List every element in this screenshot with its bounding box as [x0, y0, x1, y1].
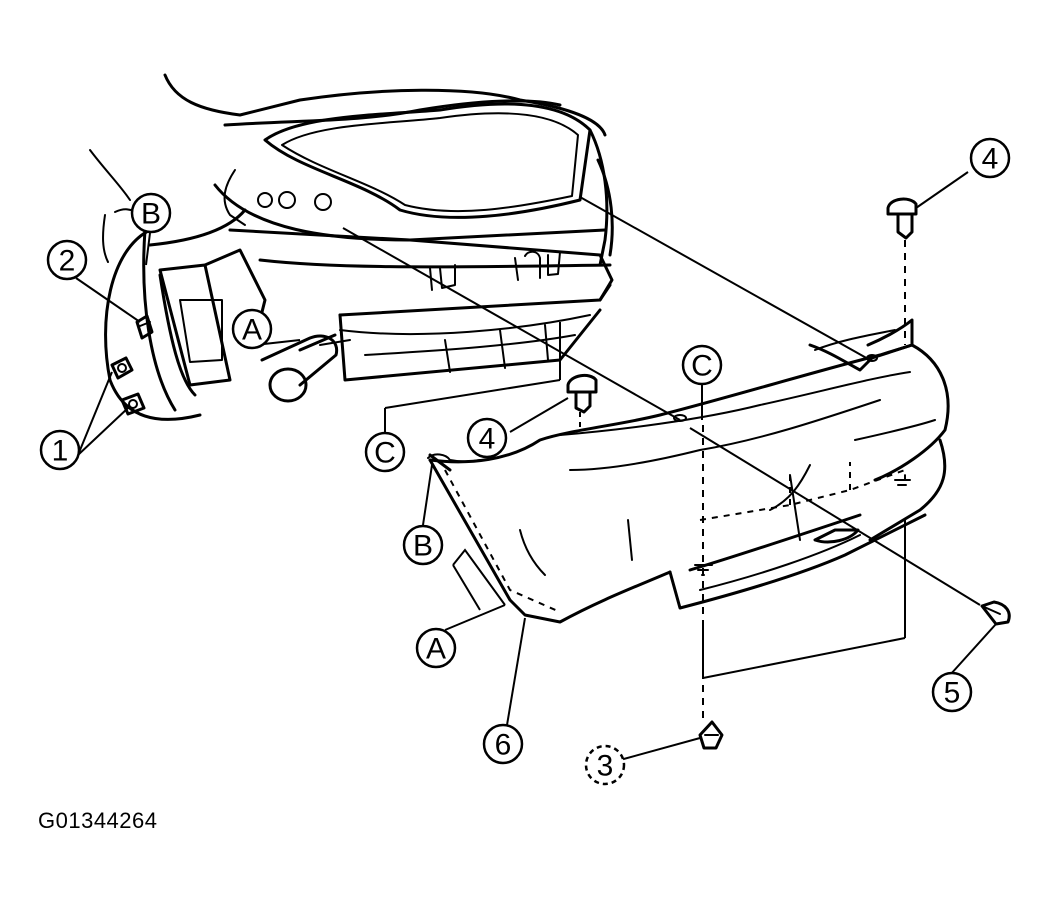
- callout-3: 3: [584, 744, 626, 786]
- svg-text:4: 4: [982, 143, 999, 176]
- svg-text:3: 3: [597, 750, 614, 783]
- clip-4-mid: [566, 373, 598, 414]
- clip-4-top: [886, 197, 918, 240]
- svg-text:B: B: [141, 198, 161, 231]
- callout-b-body: B: [130, 192, 172, 234]
- svg-text:6: 6: [495, 729, 512, 762]
- pin-5: [980, 600, 1011, 626]
- callout-6: 6: [482, 723, 524, 765]
- leader-lines: [75, 171, 997, 761]
- svg-text:5: 5: [944, 677, 961, 710]
- svg-text:C: C: [374, 437, 396, 470]
- svg-text:2: 2: [59, 245, 76, 278]
- callout-1: 1: [39, 429, 81, 471]
- callout-5: 5: [931, 671, 973, 713]
- svg-text:A: A: [242, 314, 262, 347]
- callout-4-top: 4: [969, 137, 1011, 179]
- callout-c-bumper: C: [681, 344, 723, 386]
- callout-a-bumper: A: [415, 627, 457, 669]
- callout-b-bumper: B: [402, 524, 444, 566]
- callout-4-mid: 4: [466, 417, 508, 459]
- vehicle-rear-body: [89, 73, 614, 421]
- svg-text:1: 1: [52, 435, 69, 468]
- svg-text:4: 4: [479, 423, 496, 456]
- rear-bumper-cover: [427, 318, 950, 624]
- callout-c-body: C: [364, 431, 406, 473]
- callout-a-body: A: [231, 308, 273, 350]
- screw-2: [135, 314, 154, 340]
- svg-text:A: A: [426, 633, 446, 666]
- figure-id: G01344264: [38, 808, 158, 833]
- clip-3: [698, 720, 724, 750]
- callout-2: 2: [46, 239, 88, 281]
- clip-1-upper: [110, 356, 134, 380]
- svg-text:C: C: [691, 350, 713, 383]
- svg-text:B: B: [413, 530, 433, 563]
